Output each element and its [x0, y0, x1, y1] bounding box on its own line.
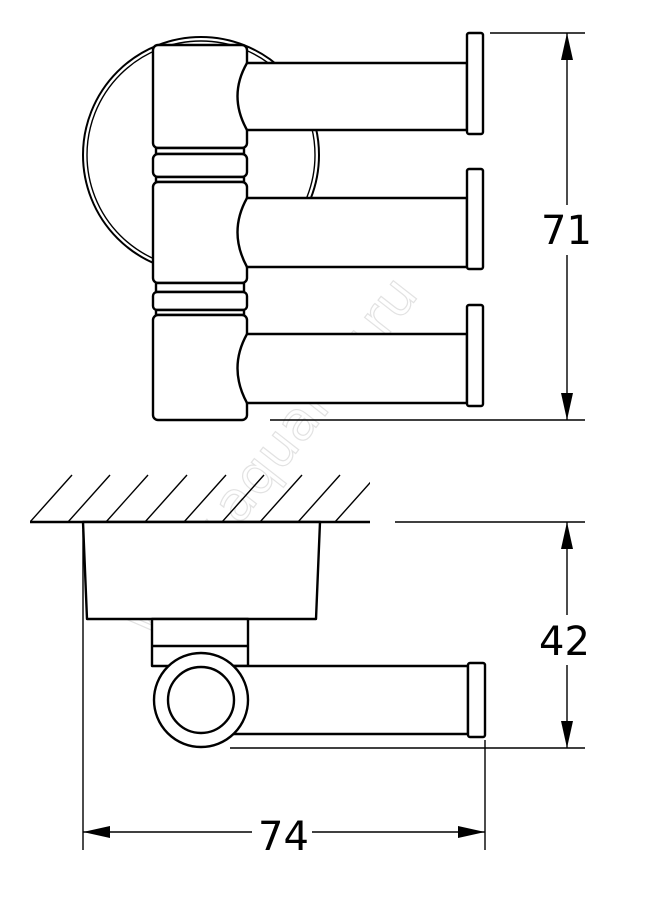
front-view — [82, 31, 485, 422]
swivel-block-3 — [151, 313, 249, 422]
dimension-width: 74 — [82, 530, 486, 860]
hook-cap-2 — [465, 167, 485, 271]
arrow-up-icon — [561, 33, 573, 60]
swivel-inner-circle — [166, 665, 236, 735]
arrow-down-icon — [561, 393, 573, 420]
dimension-label-74: 74 — [258, 814, 309, 860]
arrow-down-icon — [561, 721, 573, 748]
hook-arm-2 — [236, 196, 469, 269]
arrow-right-icon — [458, 826, 485, 838]
swivel-block-2 — [151, 180, 249, 285]
hook-cap-side — [466, 661, 487, 739]
arrow-left-icon — [83, 826, 110, 838]
dimension-depth: 42 — [230, 521, 590, 749]
dimension-height: 71 — [270, 32, 592, 421]
dimension-label-42: 42 — [539, 619, 590, 665]
hook-cap-1 — [465, 31, 485, 136]
hook-arm-1 — [236, 61, 469, 132]
hook-cap-3 — [465, 303, 485, 408]
swivel-block-1 — [151, 43, 249, 150]
arrow-up-icon — [561, 522, 573, 549]
wall-hatching — [30, 474, 370, 522]
hook-arm-3 — [236, 332, 469, 405]
dimension-label-71: 71 — [541, 208, 592, 254]
mount-base — [81, 520, 322, 621]
side-view — [30, 474, 487, 749]
swivel-ring-2 — [154, 281, 246, 294]
